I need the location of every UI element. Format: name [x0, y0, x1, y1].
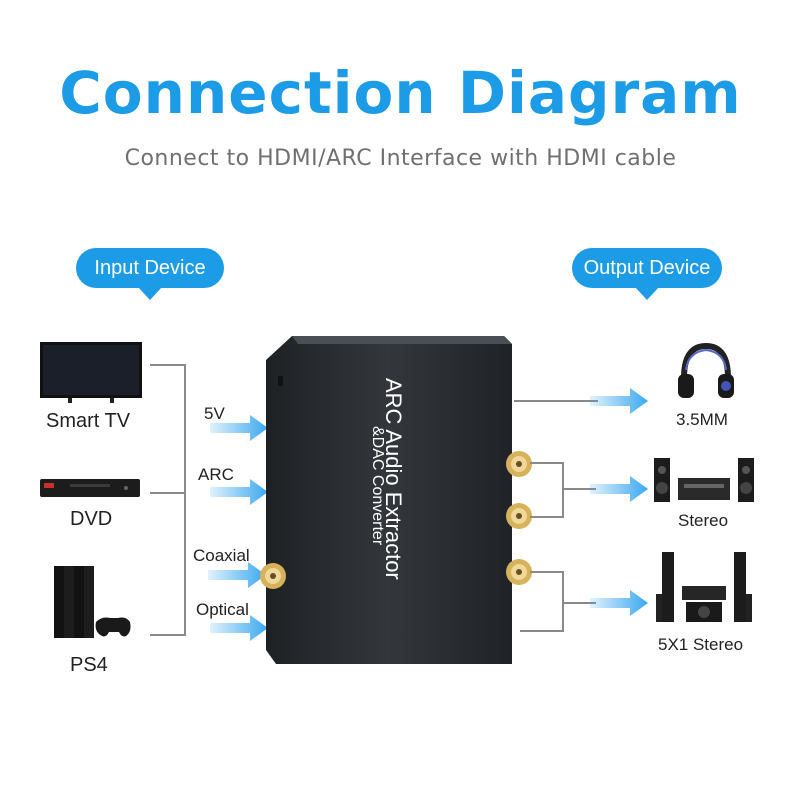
output-bracket-surround-top: [530, 571, 564, 573]
output-bracket-stereo-vertical: [562, 462, 564, 518]
output-bracket-surround-vertical: [562, 571, 564, 632]
input-bracket-top: [150, 364, 186, 366]
rca-connector-icon: [506, 503, 532, 529]
arc-audio-extractor-device: [266, 336, 512, 664]
arrow-right-icon: [210, 415, 268, 441]
rca-connector-icon: [506, 451, 532, 477]
dvd-player-icon: [40, 479, 140, 497]
port-label-5v: 5V: [204, 404, 225, 423]
output-bracket-stereo-join: [562, 488, 596, 490]
output-line-3-5mm: [514, 400, 598, 402]
port-label-optical: Optical: [196, 600, 249, 619]
arrow-right-icon: [210, 479, 268, 505]
surround-speakers-icon: [656, 552, 752, 622]
output-device-label-stereo: Stereo: [678, 511, 729, 530]
output-bracket-stereo-top: [530, 462, 564, 464]
output-device-label-5x1-stereo: 5X1 Stereo: [658, 635, 744, 654]
output-bracket-stereo-bottom: [530, 516, 564, 518]
page-subtitle: Connect to HDMI/ARC Interface with HDMI …: [124, 146, 677, 171]
output-device-label-3-5mm: 3.5MM: [676, 410, 728, 429]
input-bracket-middle: [150, 492, 186, 494]
arrow-right-icon: [208, 562, 266, 588]
smart-tv-icon: [40, 342, 142, 403]
arrow-right-icon: [590, 388, 648, 414]
port-label-arc: ARC: [198, 465, 234, 484]
port-label-coaxial: Coaxial: [193, 546, 250, 565]
input-bracket-vertical: [184, 364, 186, 636]
output-bracket-surround-join: [562, 602, 596, 604]
coaxial-connector-icon: [260, 563, 286, 589]
device-name-line2: &DAC Converter: [369, 426, 386, 546]
ps4-console-icon: [54, 566, 131, 638]
input-device-label-dvd: DVD: [70, 508, 113, 530]
input-bracket-bottom: [150, 634, 186, 636]
rca-connector-icon: [506, 559, 532, 585]
output-bracket-surround-bottom: [520, 630, 564, 632]
output-device-bubble: Output Device: [572, 248, 722, 300]
arrow-right-icon: [590, 476, 648, 502]
stereo-speakers-icon: [654, 458, 754, 502]
input-device-bubble: Input Device: [76, 248, 224, 300]
input-device-label-tv: Smart TV: [46, 410, 131, 432]
input-device-label-ps4: PS4: [70, 654, 108, 676]
arrow-right-icon: [210, 615, 268, 641]
arrow-right-icon: [590, 590, 648, 616]
page-title: Connection Diagram: [59, 59, 742, 127]
headphones-icon: [678, 342, 734, 398]
